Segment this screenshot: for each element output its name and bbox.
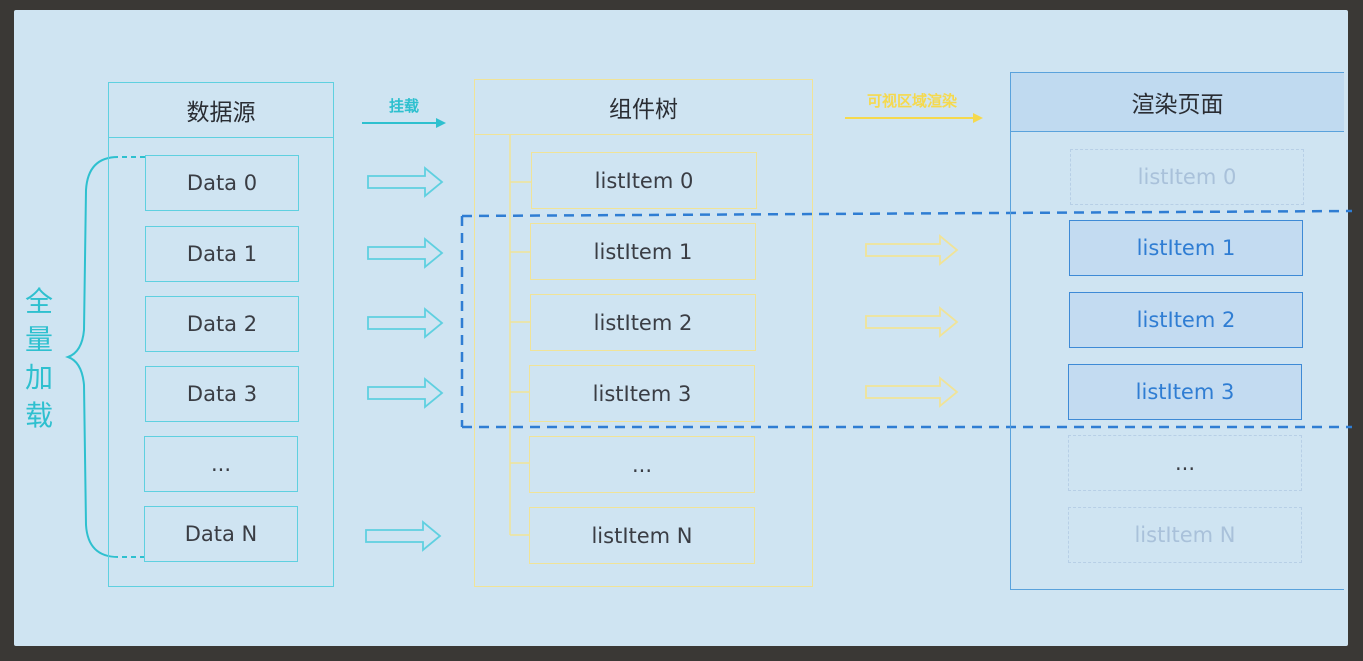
full-load-char: 加 [24, 361, 53, 394]
render-item-3: listItem 3 [1068, 364, 1302, 420]
tree-item-ellipsis: ... [529, 436, 755, 493]
data-source-column: 数据源 [108, 82, 334, 587]
render-arrow-2 [865, 306, 959, 338]
tree-item-0: listItem 0 [531, 152, 757, 209]
render-item-1: listItem 1 [1069, 220, 1303, 276]
data-item-1: Data 1 [145, 226, 299, 282]
full-load-char: 量 [24, 323, 53, 356]
data-item-2: Data 2 [145, 296, 299, 352]
mount-arrowhead [436, 118, 446, 128]
render-item-ellipsis: ... [1068, 435, 1302, 491]
tree-to-render-arrows [865, 234, 959, 408]
hollow-arrow-1 [367, 237, 444, 269]
hollow-arrow-2 [367, 307, 444, 339]
full-load-char: 全 [24, 285, 53, 318]
data-item-ellipsis: ... [144, 436, 298, 492]
render-arrow-3 [865, 376, 959, 408]
render-item-0: listItem 0 [1070, 149, 1304, 205]
visible-render-label: 可视区域渲染 [866, 92, 957, 110]
component-tree-column: 组件树 [474, 79, 813, 587]
tree-item-n: listItem N [529, 507, 755, 564]
data-item-0: Data 0 [145, 155, 299, 211]
render-arrow-1 [865, 234, 959, 266]
hollow-arrow-n [365, 520, 442, 552]
full-load-brace [65, 156, 145, 558]
data-source-title: 数据源 [109, 83, 333, 138]
tree-item-1: listItem 1 [530, 223, 756, 280]
render-item-2: listItem 2 [1069, 292, 1303, 348]
data-to-tree-arrows [365, 166, 444, 552]
full-load-char: 载 [24, 399, 53, 432]
tree-connectors [509, 134, 531, 536]
visible-area-frame [460, 209, 1353, 429]
mount-label: 挂载 [388, 97, 419, 115]
tree-item-2: listItem 2 [530, 294, 756, 351]
render-item-n: listItem N [1068, 507, 1302, 563]
render-page-column: 渲染页面 [1010, 72, 1344, 590]
hollow-arrow-0 [367, 166, 444, 198]
tree-item-3: listItem 3 [529, 365, 755, 422]
render-page-title: 渲染页面 [1011, 73, 1344, 132]
hollow-arrow-3 [367, 377, 444, 409]
full-load-label: 全 量 加 载 [22, 283, 56, 435]
data-item-n: Data N [144, 506, 298, 562]
data-item-3: Data 3 [145, 366, 299, 422]
component-tree-title: 组件树 [475, 80, 812, 135]
visible-render-arrowhead [973, 113, 983, 123]
